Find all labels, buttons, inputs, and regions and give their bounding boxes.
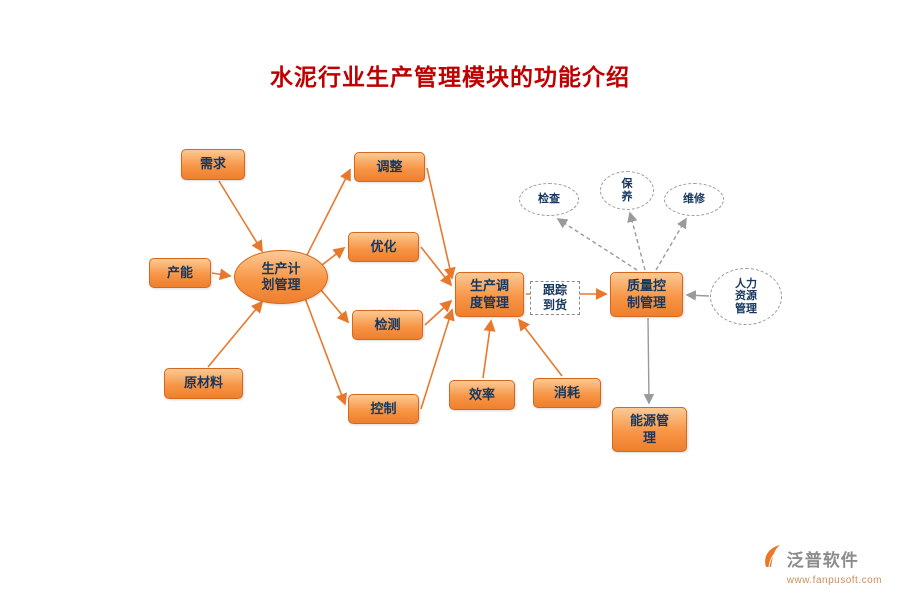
brand-url: www.fanpusoft.com xyxy=(786,575,882,586)
node-scheduling: 生产调 度管理 xyxy=(455,272,524,317)
node-efficiency: 效率 xyxy=(449,380,515,410)
node-hr: 人力 资源 管理 xyxy=(710,268,782,325)
node-optimize: 优化 xyxy=(348,232,419,262)
node-production-plan: 生产计 划管理 xyxy=(234,250,328,304)
brand-leaf-icon xyxy=(761,544,782,573)
node-raw-materials: 原材料 xyxy=(164,368,243,399)
brand-name: 泛普软件 xyxy=(786,551,859,570)
node-capacity: 产能 xyxy=(149,258,211,288)
node-adjust: 调整 xyxy=(354,152,425,182)
node-detect: 检测 xyxy=(352,310,423,340)
node-consumption: 消耗 xyxy=(533,378,601,408)
node-repair: 维修 xyxy=(664,183,724,216)
node-maintenance: 保 养 xyxy=(600,171,654,210)
dashed-arrows xyxy=(556,211,687,271)
node-quality: 质量控 制管理 xyxy=(610,272,683,317)
page-title: 水泥行业生产管理模块的功能介绍 xyxy=(270,64,630,90)
node-demand: 需求 xyxy=(181,149,245,180)
node-check: 检查 xyxy=(519,183,579,216)
node-control: 控制 xyxy=(348,394,419,424)
node-energy: 能源管 理 xyxy=(612,407,687,452)
footer-brand: 泛普软件 www.fanpusoft.com xyxy=(761,544,882,586)
node-tracking: 跟踪 到货 xyxy=(530,281,580,315)
